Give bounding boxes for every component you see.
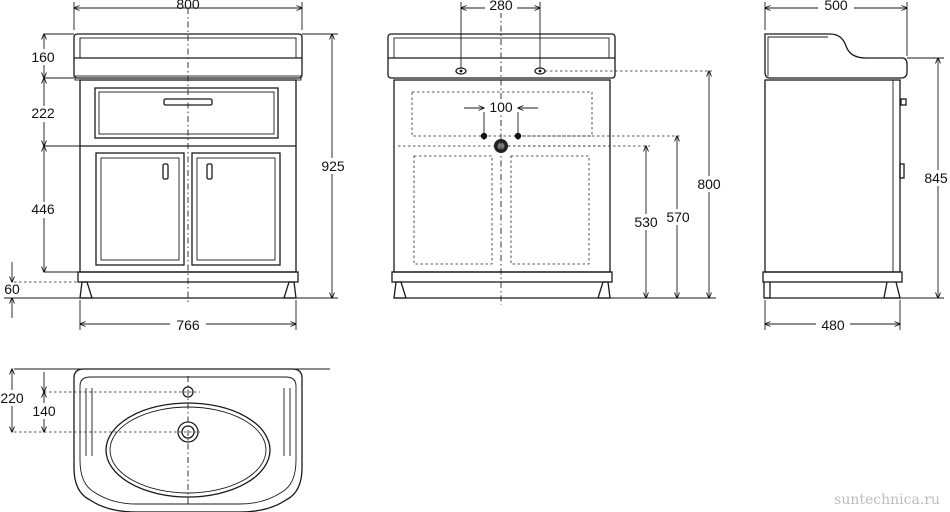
back-mount-spacing-label: 280 [489,0,513,13]
front-width-bottom-label: 766 [176,317,200,333]
front-leg-height-label: 60 [4,281,20,297]
top-drain-offset-label: 140 [32,403,56,419]
front-height-doors-label: 446 [31,201,55,217]
side-depth-top-label: 500 [824,0,848,13]
top-view: 220 140 [0,368,330,512]
top-depth-label: 220 [0,390,24,406]
side-depth-bottom-label: 480 [821,317,845,333]
front-height-drawer-label: 222 [31,105,55,121]
back-drain-height-label: 530 [634,214,658,230]
front-width-top-label: 800 [176,0,200,12]
side-view: 500 845 480 [762,0,950,333]
back-view: 280 100 530 570 800 [387,0,726,305]
front-view: 800 160 222 446 60 925 766 [4,0,352,333]
side-height-label: 845 [924,170,948,186]
front-height-top-label: 160 [31,49,55,65]
back-pipe-spacing-label: 100 [489,99,513,115]
back-pipe-height-label: 570 [666,209,690,225]
watermark: suntechnica.ru [834,492,940,508]
front-total-height-label: 925 [321,158,345,174]
back-mount-height-label: 800 [697,176,721,192]
